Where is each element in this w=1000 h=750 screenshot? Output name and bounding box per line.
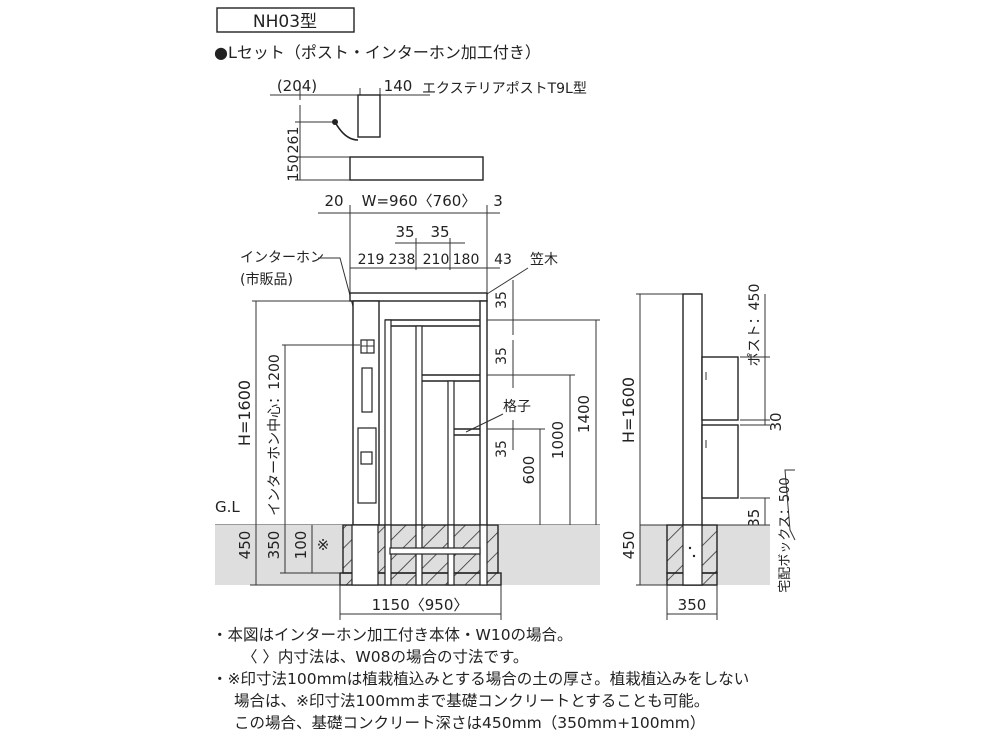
side-height: H=1600 <box>619 377 638 443</box>
plan-dim-261: 261 <box>286 127 302 154</box>
plan-dim-150: 150 <box>286 155 302 182</box>
front-base-width: 1150〈950〉 <box>372 596 469 614</box>
intercom-sub: (市販品) <box>240 271 293 288</box>
plan-dim-top: 140 <box>384 77 413 95</box>
front-dim-35b: 35 <box>430 223 449 241</box>
dim-1400: 1400 <box>575 395 593 433</box>
front-dim-left: 20 <box>324 192 343 210</box>
front-depth-450: 450 <box>236 531 254 560</box>
front-height: H=1600 <box>235 380 254 446</box>
front-depth-350: 350 <box>265 531 283 560</box>
side-base-width: 350 <box>678 596 707 614</box>
gap-35-mid: 35 <box>494 347 510 365</box>
note-line-4: 場合は、※印寸法100mmまで基礎コンクリートとすることも可能。 <box>234 692 710 710</box>
dim-1000: 1000 <box>549 421 567 459</box>
front-mark: ※ <box>317 536 330 554</box>
front-depth-100: 100 <box>292 531 310 560</box>
front-seg-4: 180 <box>453 252 480 268</box>
front-dim-right: 3 <box>493 192 503 210</box>
notes: ・本図はインターホン加工付き本体・W10の場合。 〈 〉内寸法は、W08の場合の… <box>212 624 992 734</box>
side-box-label: 宅配ボックス：500 <box>778 477 793 592</box>
side-view: H=1600 ポスト：450 30 135 宅配ボックス：500 450 350 <box>619 284 796 620</box>
note-line-3: ・※印寸法100mmは植栽植込みとする場合の土の厚さ。植栽植込みをしない <box>212 670 750 688</box>
subtitle: ●Lセット（ポスト・インターホン加工付き） <box>214 43 541 62</box>
note-line-5: この場合、基礎コンクリート深さは450mm（350mm+100mm） <box>234 714 706 732</box>
front-dim-width: W=960〈760〉 <box>362 192 477 210</box>
front-seg-3: 210 <box>423 252 450 268</box>
front-seg-1: 219 <box>358 252 385 268</box>
intercom-label: インターホン <box>240 250 324 266</box>
front-seg-2: 238 <box>389 252 416 268</box>
koshi-label: 格子 <box>503 399 531 415</box>
intercom-center: インターホン中心：1200 <box>267 354 283 516</box>
front-dim-35a: 35 <box>395 223 414 241</box>
front-view: 20 W=960〈760〉 3 35 35 219 238 210 180 43… <box>215 192 600 620</box>
gap-35-low: 35 <box>494 440 510 458</box>
side-dim-30: 30 <box>767 412 785 431</box>
note-line-1: ・本図はインターホン加工付き本体・W10の場合。 <box>212 626 573 644</box>
title: NH03型 <box>253 12 317 32</box>
side-depth-450: 450 <box>620 531 638 560</box>
side-post-label: ポスト：450 <box>747 284 763 367</box>
plan-post-label: エクステリアポストT9L型 <box>422 81 587 97</box>
gap-35-top: 35 <box>494 291 510 309</box>
dim-600: 600 <box>520 456 538 485</box>
plan-view: (204) 140 エクステリアポストT9L型 261 150 <box>270 77 587 181</box>
front-gl: G.L <box>215 498 240 516</box>
kasagi-label: 笠木 <box>530 252 558 268</box>
note-line-2: 〈 〉内寸法は、W08の場合の寸法です。 <box>242 648 529 666</box>
front-seg-5: 43 <box>494 252 512 268</box>
plan-dim-left: (204) <box>277 77 317 95</box>
title-box <box>216 7 355 33</box>
